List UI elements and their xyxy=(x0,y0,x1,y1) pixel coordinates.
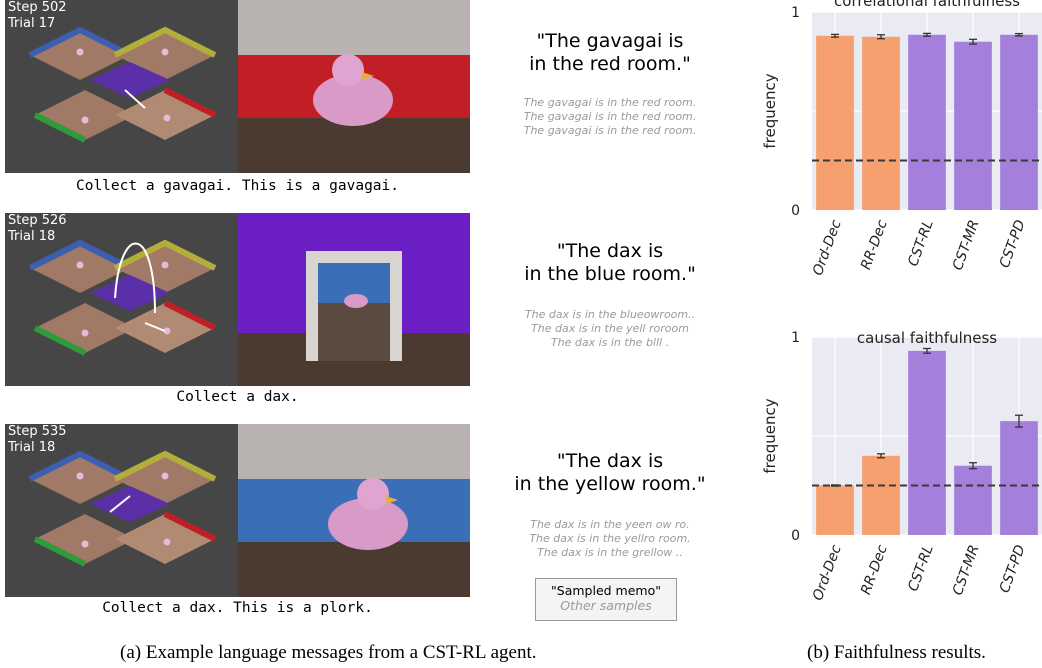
x-tick-label: CST-RL xyxy=(905,218,936,269)
x-tick-label: CST-MR xyxy=(950,218,983,273)
y-axis-label: frequency xyxy=(761,73,779,148)
x-tick-label: RR-Dec xyxy=(858,218,891,272)
bar-cst-pd xyxy=(1000,421,1038,535)
sample-line: The dax is in the blll . xyxy=(550,336,670,349)
bar-cst-mr xyxy=(954,465,992,535)
y-axis-label: frequency xyxy=(761,398,779,473)
other-samples: The dax is in the yeen ow ro. The dax is… xyxy=(480,518,740,560)
x-tick-label: Ord-Dec xyxy=(810,218,845,278)
map-illustration xyxy=(5,213,238,386)
y-tick-label: 1 xyxy=(791,5,800,21)
bar-cst-rl xyxy=(908,34,946,210)
chart-title: causal faithfulness xyxy=(857,329,997,347)
bar-rr-dec xyxy=(862,36,900,210)
room-view-illustration xyxy=(238,424,470,597)
legend-box: "Sampled memo" Other samples xyxy=(535,578,677,621)
caption-panel-a: (a) Example language messages from a CST… xyxy=(120,642,537,663)
quote-line: in the red room." xyxy=(529,53,691,75)
sample-line: The gavagai is in the red room. xyxy=(523,124,697,137)
quote-line: in the blue room." xyxy=(524,263,696,285)
step-counter: Step 502 xyxy=(8,0,67,15)
scene-row-3: Step 535 Trial 18 xyxy=(5,424,470,597)
instruction-text: Collect a gavagai. This is a gavagai. xyxy=(75,178,399,194)
legend-other-samples: Other samples xyxy=(560,598,652,613)
first-person-view xyxy=(238,424,470,597)
hud: Step 526 Trial 18 xyxy=(8,213,67,245)
quote-line: "The gavagai is xyxy=(536,30,684,52)
bar-rr-dec xyxy=(862,455,900,535)
sample-line: The gavagai is in the red room. xyxy=(523,110,697,123)
other-samples: The dax is in the blueowroom.. The dax i… xyxy=(480,308,740,350)
trial-counter: Trial 18 xyxy=(8,440,56,455)
x-tick-label: RR-Dec xyxy=(858,543,891,597)
trial-counter: Trial 18 xyxy=(8,229,56,244)
scene-row-2: Step 526 Trial 18 xyxy=(5,213,470,386)
top-down-map: Step 502 Trial 17 xyxy=(5,0,238,173)
sample-line: The dax is in the blueowroom.. xyxy=(524,308,696,321)
x-tick-label: Ord-Dec xyxy=(810,543,845,603)
door-view-illustration xyxy=(238,213,470,386)
sample-line: The gavagai is in the red room. xyxy=(523,96,697,109)
instruction-text: Collect a dax. xyxy=(176,389,299,405)
sampled-memo-quote: "The dax is in the blue room." xyxy=(490,240,730,286)
step-counter: Step 535 xyxy=(8,424,67,439)
legend-sampled-memo: "Sampled memo" xyxy=(551,583,661,598)
map-illustration xyxy=(5,0,238,173)
scene-row-1: Step 502 Trial 17 xyxy=(5,0,470,173)
quote-line: in the yellow room." xyxy=(514,473,706,495)
hud: Step 502 Trial 17 xyxy=(8,0,67,32)
quote-line: "The dax is xyxy=(556,450,664,472)
step-counter: Step 526 xyxy=(8,213,67,228)
sample-line: The dax is in the grellow .. xyxy=(537,546,683,559)
sample-line: The dax is in the yell roroom xyxy=(531,322,689,335)
x-tick-label: CST-MR xyxy=(950,543,983,598)
caption-panel-b: (b) Faithfulness results. xyxy=(807,642,986,663)
sampled-memo-quote: "The dax is in the yellow room." xyxy=(490,450,730,496)
sample-line: The dax is in the yeen ow ro. xyxy=(530,518,690,531)
trial-counter: Trial 17 xyxy=(8,16,56,31)
instruction-text: Collect a dax. This is a plork. xyxy=(102,600,373,616)
y-tick-label: 0 xyxy=(791,528,800,544)
x-tick-label: CST-PD xyxy=(997,543,1029,595)
top-down-map: Step 526 Trial 18 xyxy=(5,213,238,386)
causal-faithfulness-chart: Ord-Dec RR-Dec CST-RL CST-MR CST-PD 0 1 frequen… xyxy=(761,329,1042,603)
hud: Step 535 Trial 18 xyxy=(8,424,67,456)
bar-ord-dec xyxy=(816,485,854,535)
chart-title: correlational faithfulness xyxy=(834,0,1020,10)
top-down-map: Step 535 Trial 18 xyxy=(5,424,238,597)
other-samples: The gavagai is in the red room. The gava… xyxy=(480,96,740,138)
first-person-view xyxy=(238,0,470,173)
first-person-view xyxy=(238,213,470,386)
room-view-illustration xyxy=(238,0,470,173)
y-tick-label: 1 xyxy=(791,330,800,346)
bar-ord-dec xyxy=(816,35,854,211)
sample-line: The dax is in the yellro room. xyxy=(529,532,691,545)
x-tick-label: CST-RL xyxy=(905,543,936,594)
correlational-faithfulness-chart: Ord-Dec RR-Dec CST-RL CST-MR CST-PD 0 1 frequen… xyxy=(761,0,1042,278)
bar-cst-rl xyxy=(908,350,946,535)
quote-line: "The dax is xyxy=(556,240,664,262)
map-illustration xyxy=(5,424,238,597)
x-tick-label: CST-PD xyxy=(997,218,1029,270)
y-tick-label: 0 xyxy=(791,203,800,219)
bar-cst-pd xyxy=(1000,34,1038,210)
sampled-memo-quote: "The gavagai is in the red room." xyxy=(490,30,730,76)
bar-cst-mr xyxy=(954,41,992,211)
